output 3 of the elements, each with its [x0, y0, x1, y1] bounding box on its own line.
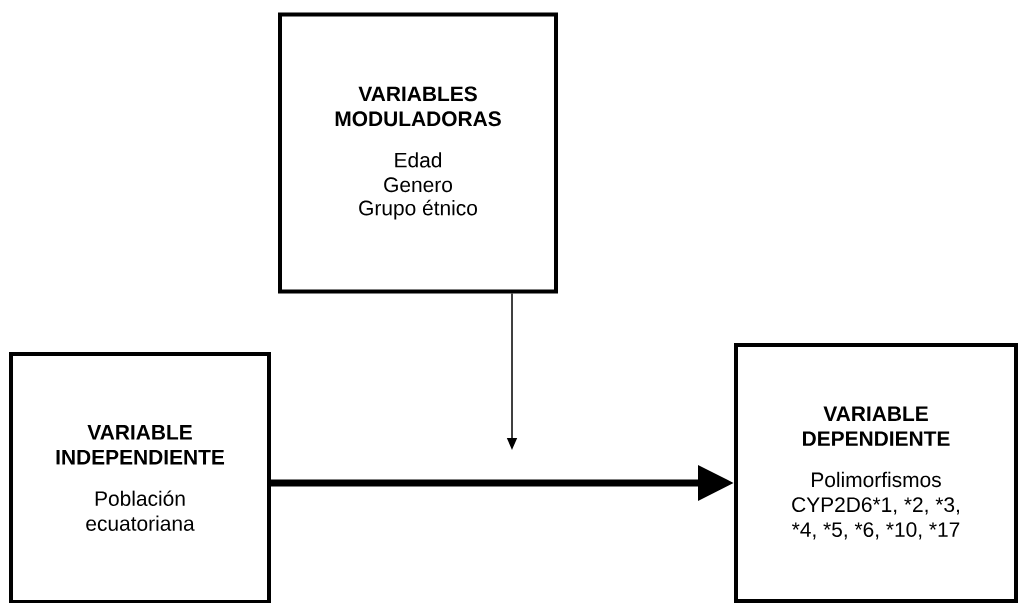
variable-box: VARIABLE DEPENDIENTE Polimorfismos CYP2D6*1, *2, *3, *4, *5, *6, *10, *17 — [734, 343, 1018, 603]
variable-box: VARIABLES MODULADORAS Edad Genero Grupo étnico — [278, 12, 558, 294]
variable-box: VARIABLE INDEPENDIENTE Población ecuatoriana — [9, 352, 271, 603]
